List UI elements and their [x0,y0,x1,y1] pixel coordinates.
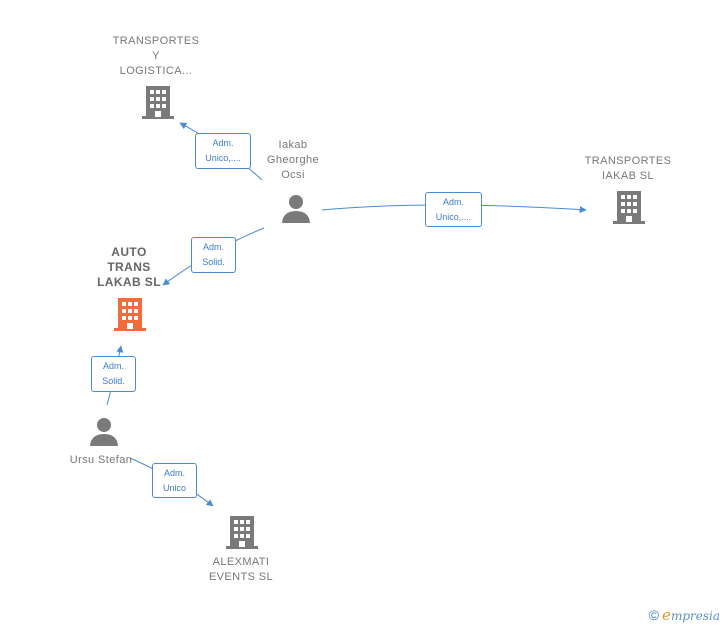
copyright-symbol: © [648,607,660,623]
empresia-logo[interactable]: empresia [662,606,720,624]
edge-label-e2: Adm. Unico,.... [425,192,482,227]
footer-brand: © empresia [649,606,720,624]
person-icon[interactable] [88,416,120,448]
edge-label-e3: Adm. Solid. [191,237,236,273]
node-label-iakab[interactable]: Iakab Gheorghe Ocsi [266,139,320,181]
building-icon[interactable] [225,514,259,550]
edge-label-e5: Adm. Unico [152,463,197,498]
person-icon[interactable] [280,193,312,225]
node-label-transportes-iakab[interactable]: TRANSPORTES IAKAB SL [584,155,672,182]
node-label-alexmati[interactable]: ALEXMATI EVENTS SL [208,556,274,583]
building-icon[interactable] [612,189,646,225]
edge-label-e4: Adm. Solid. [91,356,136,392]
node-label-transportes-logistica[interactable]: TRANSPORTES Y LOGISTICA... [112,35,200,77]
node-label-ursu[interactable]: Ursu Stefan [69,454,133,466]
node-label-auto-trans[interactable]: AUTO TRANS LAKAB SL [97,245,161,289]
building-icon-highlighted[interactable] [113,296,147,332]
building-icon[interactable] [141,84,175,120]
edge-label-e1: Adm. Unico,.... [195,133,251,169]
